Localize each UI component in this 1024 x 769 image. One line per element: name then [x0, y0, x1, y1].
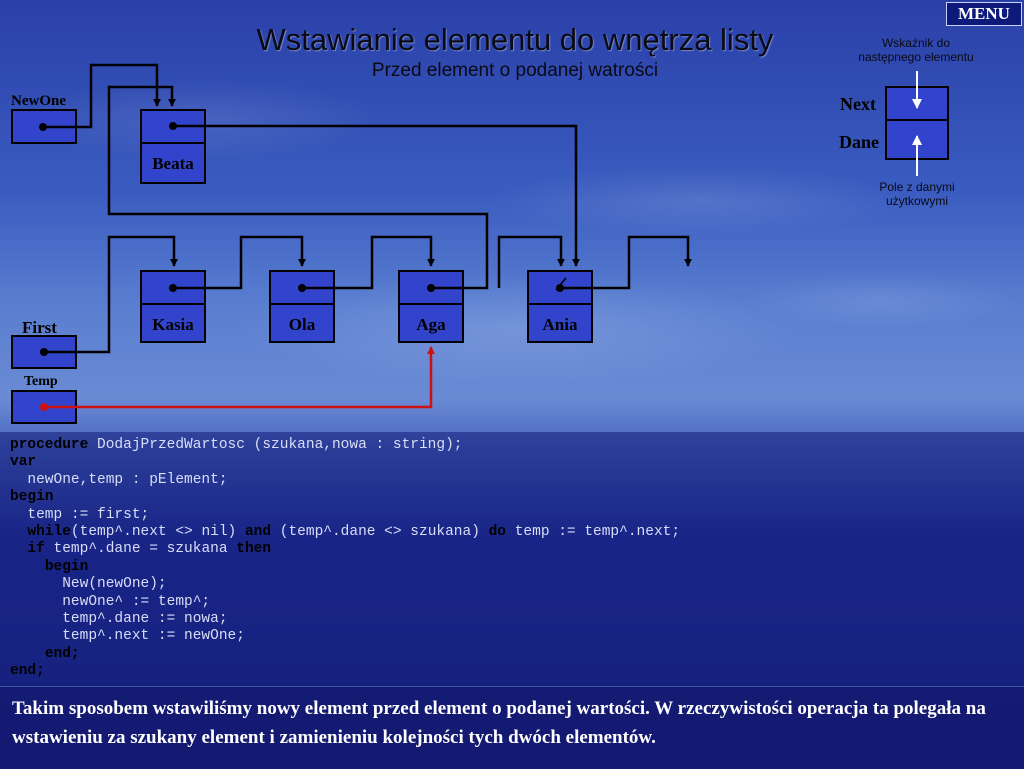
slide-title: Wstawianie elementu do wnętrza listy [256, 22, 774, 57]
node-beata-value: Beata [152, 154, 194, 173]
node-ola [269, 270, 335, 343]
legend-data-description: Pole z danymi użytkowymi [879, 180, 955, 208]
node-kasia-value: Kasia [152, 315, 194, 334]
menu-button[interactable]: MENU [946, 2, 1022, 26]
code-line: begin [10, 489, 54, 506]
explanation-note: Takim sposobem wstawiliśmy nowy element … [12, 698, 986, 748]
slide-subtitle: Przed element o podanej watrości [371, 60, 659, 81]
code-line: temp^.dane := nowa; [10, 610, 228, 627]
arrow-aga-to-ania [497, 235, 565, 288]
code-line: New(newOne); [10, 576, 167, 593]
note-panel [0, 686, 1024, 769]
legend-node [885, 71, 949, 176]
legend-dane-label: Dane [839, 132, 879, 152]
code-line: end; [44, 645, 80, 662]
code-line: begin [44, 558, 89, 575]
arrow-aga-to-beata [107, 85, 489, 290]
code-line: newOne^ := temp^; [10, 593, 211, 610]
background-sky [0, 0, 1024, 432]
arrow-kasia-to-ola [173, 235, 306, 290]
arrow-newone-to-beata [43, 63, 161, 129]
node-kasia [140, 270, 206, 343]
node-ania [527, 270, 593, 343]
node-ania-value: Ania [542, 315, 578, 334]
node-aga [398, 270, 464, 343]
code-line: temp^.next := newOne; [10, 628, 245, 645]
linked-list-diagram [11, 63, 949, 424]
code-line: while(temp^.next <> nil) and (temp^.dane… [27, 523, 681, 540]
arrow-ania-to-next [560, 235, 692, 290]
arrow-temp-to-aga [44, 346, 435, 409]
code-line: var [10, 454, 37, 471]
node-beata [140, 109, 206, 184]
code-listing: procedure DodajPrzedWartosc (szukana,now… [10, 437, 680, 680]
node-ola-value: Ola [288, 315, 316, 334]
code-line: temp := first; [10, 506, 150, 523]
code-line: end; [10, 663, 45, 680]
code-line: if temp^.dane = szukana then [27, 541, 272, 558]
arrow-first-to-kasia [44, 235, 178, 354]
node-aga-value: Aga [416, 315, 446, 334]
legend-pointer-description: Wskaźnik do następnego elementu [858, 36, 974, 64]
code-panel [0, 432, 1024, 686]
legend-next-label: Next [840, 94, 876, 114]
code-line: newOne,temp : pElement; [10, 471, 228, 488]
arrow-ola-to-aga [302, 235, 435, 290]
code-line: procedure DodajPrzedWartosc (szukana,now… [10, 437, 463, 453]
first-label: First [22, 318, 57, 337]
newone-label: NewOne [11, 93, 66, 109]
temp-label: Temp [24, 374, 58, 389]
arrow-beata-to-ania [173, 124, 580, 267]
